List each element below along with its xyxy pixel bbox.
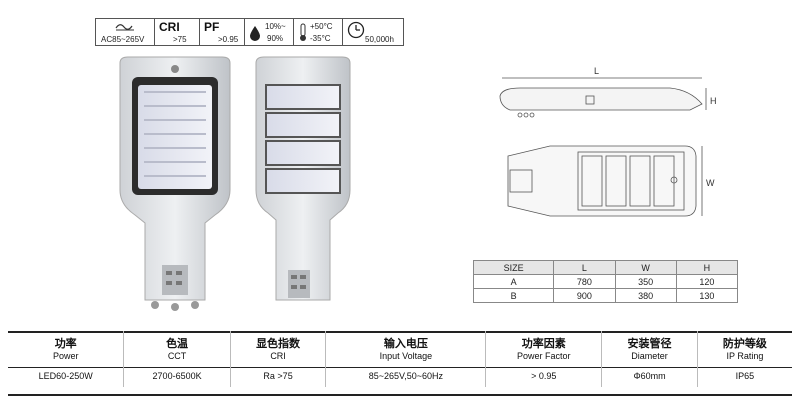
spec-strip: AC85~265V CRI >75 PF >0.95 10%~ 90% +50°… xyxy=(95,18,404,48)
spec-lifetime: 50,000h xyxy=(342,18,404,46)
spec-header-cn: 功率 色温 显色指数 输入电压 功率因素 安装管径 防护等级 xyxy=(8,331,792,351)
value-cell: IP65 xyxy=(696,365,792,387)
pf-value: >0.95 xyxy=(218,35,239,44)
width-label: W xyxy=(706,178,715,188)
header-en-cell: Power xyxy=(52,351,79,361)
value-cell: LED60-250W xyxy=(38,371,93,381)
humidity-bottom: 90% xyxy=(267,34,284,43)
value-cell: > 0.95 xyxy=(485,365,602,387)
dimension-drawing: L H W xyxy=(499,66,717,217)
header-cn-cell: 输入电压 xyxy=(325,331,486,351)
lifetime-value: 50,000h xyxy=(365,35,394,44)
size-table: SIZE L W H A 780 350 120 B 900 380 130 xyxy=(472,260,739,303)
value-cell: 2700-6500K xyxy=(123,365,231,387)
value-cell: Ra >75 xyxy=(229,365,326,387)
size-cell: 900 xyxy=(553,288,616,303)
header-en-cell: Input Voltage xyxy=(325,351,486,365)
clock-icon xyxy=(347,21,365,39)
size-header-cell: L xyxy=(553,260,616,275)
table-row: B 900 380 130 xyxy=(472,288,739,303)
height-label: H xyxy=(710,96,717,106)
header-cn-cell: 色温 xyxy=(123,331,231,351)
spec-humidity: 10%~ 90% xyxy=(244,18,294,46)
spec-voltage: AC85~265V xyxy=(95,18,155,46)
top-view xyxy=(507,145,703,217)
table-row: LED60-250W 2700-6500K Ra >75 85~265V,50~… xyxy=(8,365,792,387)
cri-value: >75 xyxy=(173,35,187,44)
cri-label: CRI xyxy=(159,20,180,34)
value-cell: 85~265V,50~60Hz xyxy=(325,365,486,387)
product-photos xyxy=(119,56,351,311)
back-view xyxy=(255,56,351,301)
value-cell: Φ60mm xyxy=(601,365,698,387)
header-en-cell: IP Rating xyxy=(696,351,792,365)
header-en-cell: Diameter xyxy=(601,351,698,365)
header-en-cell: CRI xyxy=(229,351,326,365)
size-cell: 350 xyxy=(614,274,677,289)
spec-header-en: Power CCT CRI Input Voltage Power Factor… xyxy=(8,351,792,365)
size-cell: 380 xyxy=(614,288,677,303)
humidity-top: 10%~ xyxy=(265,22,286,31)
spec-temperature: +50°C -35°C xyxy=(293,18,343,46)
header-cn-cell: 防护等级 xyxy=(696,331,792,351)
header-cn-cell: 显色指数 xyxy=(229,331,326,351)
side-view xyxy=(499,77,707,118)
size-cell: 130 xyxy=(675,288,739,303)
table-row: A 780 350 120 xyxy=(472,274,739,289)
temp-bottom: -35°C xyxy=(310,34,331,43)
thermometer-icon xyxy=(300,23,306,41)
header-cn-cell: 安装管径 xyxy=(601,331,698,351)
size-cell: 780 xyxy=(553,274,616,289)
size-cell: B xyxy=(472,288,555,303)
pf-label: PF xyxy=(204,20,220,34)
spec-table: 功率 色温 显色指数 输入电压 功率因素 安装管径 防护等级 Power CCT… xyxy=(8,331,792,387)
spec-pf: PF >0.95 xyxy=(199,18,245,46)
size-header-cell: SIZE xyxy=(472,260,555,275)
length-label: L xyxy=(594,66,599,76)
size-header-cell: H xyxy=(675,260,739,275)
header-en-cell: Power Factor xyxy=(485,351,602,365)
temp-top: +50°C xyxy=(310,22,333,31)
ac-wave-icon xyxy=(115,24,134,31)
size-cell: A xyxy=(472,274,555,289)
size-cell: 120 xyxy=(675,274,739,289)
table-bottom-rule xyxy=(8,394,792,396)
spec-cri: CRI >75 xyxy=(154,18,200,46)
header-cn-cell: 功率 xyxy=(54,338,77,350)
size-header-cell: W xyxy=(614,260,677,275)
header-cn-cell: 功率因素 xyxy=(485,331,602,351)
front-view xyxy=(119,56,231,311)
header-en-cell: CCT xyxy=(123,351,231,365)
humidity-drop-icon xyxy=(250,26,260,41)
voltage-value: AC85~265V xyxy=(101,35,145,44)
size-table-header: SIZE L W H xyxy=(472,260,739,275)
